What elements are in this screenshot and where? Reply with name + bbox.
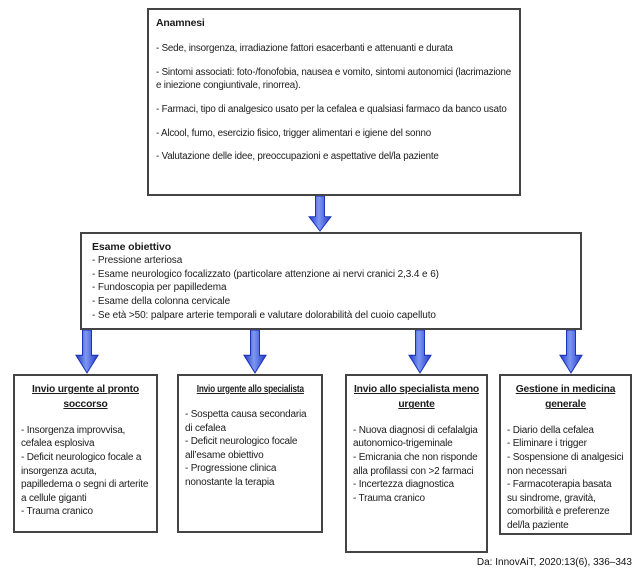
outcome-item: - Farmacoterapia basata su sindrome, gra… — [507, 479, 612, 532]
anamnesi-item: - Sintomi associati: foto-/fonofobia, na… — [156, 66, 512, 91]
anamnesi-item: - Farmaci, tipo di analgesico usato per … — [156, 103, 507, 115]
outcome-item: - Trauma cranico — [21, 506, 93, 518]
anamnesi-item: - Alcool, fumo, esercizio fisico, trigge… — [156, 127, 431, 139]
esame-item: - Pressione arteriosa — [92, 255, 183, 267]
down-arrow-icon — [243, 330, 267, 374]
anamnesi-item: - Sede, insorgenza, irradiazione fattori… — [156, 42, 453, 54]
esame-item: - Esame neurologico focalizzato (partico… — [92, 268, 439, 280]
down-arrow-icon — [408, 330, 432, 374]
anamnesi-title: Anamnesi — [156, 17, 205, 29]
outcome-item: - Deficit neurologico focale a insorgenz… — [21, 452, 149, 504]
outcome-item: - Insorgenza improvvisa, cefalea esplosi… — [21, 424, 126, 450]
down-arrow-icon — [559, 330, 583, 374]
anamnesi-box: Anamnesi - Sede, insorgenza, irradiazion… — [147, 8, 521, 196]
specialista-meno-urgente-box: Invio allo specialista meno urgente - Nu… — [345, 374, 488, 553]
esame-item: - Se età >50: palpare arterie temporali … — [92, 309, 436, 321]
outcome-item: - Deficit neurologico focale all’esame o… — [185, 436, 298, 461]
outcome-item: - Sospensione di analgesici non necessar… — [507, 452, 624, 477]
outcome-item: - Emicrania che non risponde alla profil… — [353, 452, 478, 477]
specialista-urgente-box: Invio urgente allo specialista - Sospett… — [177, 374, 323, 533]
medicina-generale-box: Gestione in medicina generale - Diario d… — [499, 374, 632, 535]
source-citation: Da: InnovAiT, 2020:13(6), 336–343 — [476, 557, 632, 568]
outcome-item: - Progressione clinica nonostante la ter… — [185, 463, 277, 488]
esame-item: - Esame della colonna cervicale — [92, 296, 231, 308]
pronto-soccorso-box: Invio urgente al pronto soccorso - Insor… — [13, 374, 158, 533]
outcome-item: - Nuova diagnosi di cefalalgia autonomic… — [353, 424, 478, 450]
esame-title: Esame obiettivo — [92, 241, 172, 253]
specialista-urgente-title: Invio urgente allo specialista — [196, 384, 304, 395]
down-arrow-icon — [75, 330, 99, 374]
outcome-item: - Eliminare i trigger — [507, 438, 587, 450]
esame-item: - Fundoscopia per papilledema — [92, 282, 227, 294]
outcome-item: - Trauma cranico — [353, 492, 425, 504]
medicina-generale-title: Gestione in medicina generale — [515, 384, 616, 411]
esame-obiettivo-box: Esame obiettivo - Pressione arteriosa - … — [80, 232, 582, 330]
anamnesi-item: - Valutazione delle idee, preoccupazioni… — [156, 151, 439, 163]
outcome-item: - Sospetta causa secondaria di cefalea — [185, 409, 307, 434]
pronto-soccorso-title: Invio urgente al pronto soccorso — [32, 384, 139, 411]
specialista-meno-urgente-title: Invio allo specialista meno urgente — [353, 384, 480, 411]
down-arrow-icon — [308, 196, 332, 232]
outcome-item: - Diario della cefalea — [507, 424, 594, 436]
outcome-item: - Incertezza diagnostica — [353, 479, 454, 491]
